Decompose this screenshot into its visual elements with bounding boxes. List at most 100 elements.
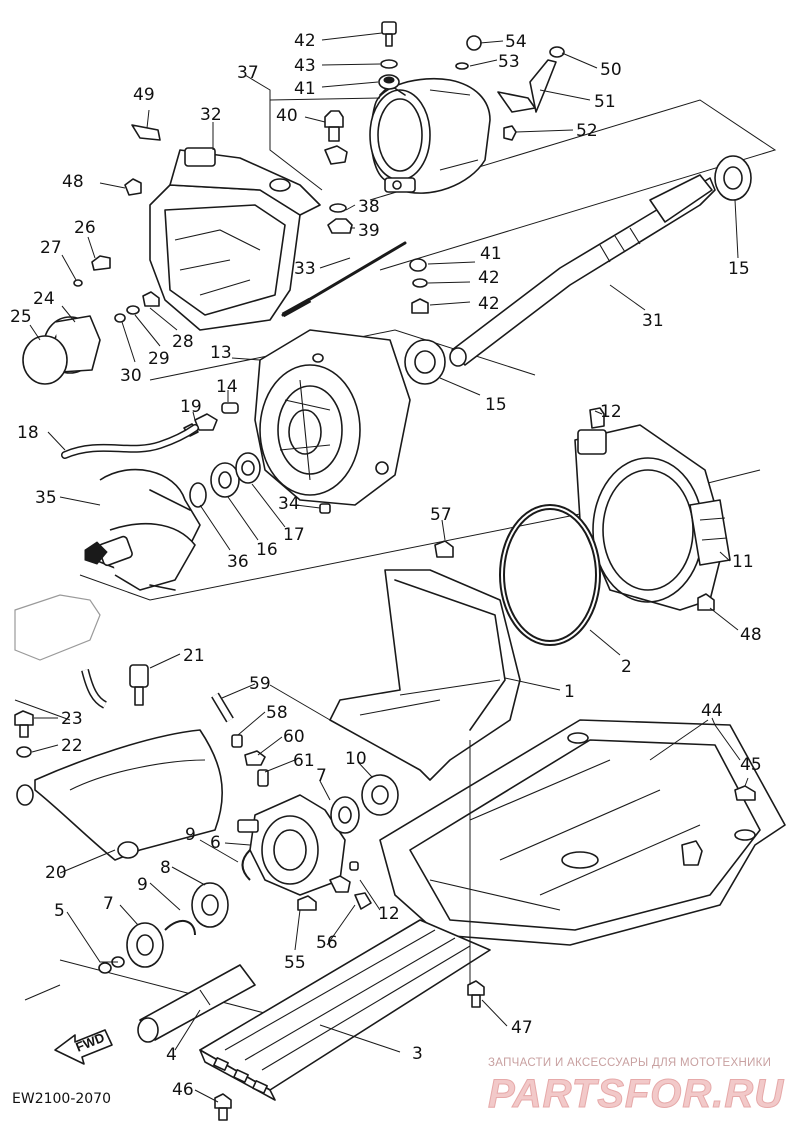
outlet-housing <box>237 794 372 910</box>
callout-56: 56 <box>316 933 338 953</box>
callout-31: 31 <box>642 311 664 331</box>
seal-ring <box>499 504 601 646</box>
callout-16: 16 <box>256 540 278 560</box>
shroud-fasteners <box>14 664 149 758</box>
callout-19: 19 <box>180 397 202 417</box>
callout-54: 54 <box>505 32 527 52</box>
callout-32: 32 <box>200 105 222 125</box>
callout-46: 46 <box>172 1080 194 1100</box>
callout-38: 38 <box>358 197 380 217</box>
pump-casing <box>254 329 411 506</box>
callout-4: 4 <box>166 1045 177 1065</box>
callout-50: 50 <box>600 60 622 80</box>
nozzle-fasteners <box>324 21 400 234</box>
callout-9b: 9 <box>137 875 148 895</box>
watermark-caption: ЗАПЧАСТИ И АКСЕССУАРЫ ДЛЯ МОТОТЕХНИКИ <box>488 1057 771 1069</box>
callout-44: 44 <box>701 701 723 721</box>
ride-plate <box>199 919 491 1101</box>
callout-51: 51 <box>594 92 616 112</box>
callout-48b: 48 <box>740 625 762 645</box>
steering-arm <box>455 35 565 141</box>
callout-7a: 7 <box>316 766 327 786</box>
callout-33: 33 <box>294 259 316 279</box>
watermark-logo: PARTSFOR.RU <box>488 1072 784 1116</box>
tie-rod <box>281 241 407 318</box>
callout-42c: 42 <box>478 294 500 314</box>
callout-58: 58 <box>266 703 288 723</box>
callout-52: 52 <box>576 121 598 141</box>
callout-48a: 48 <box>62 172 84 192</box>
callout-12a: 12 <box>600 402 622 422</box>
callout-13: 13 <box>210 343 232 363</box>
callout-3: 3 <box>412 1044 423 1064</box>
callout-25: 25 <box>10 307 32 327</box>
intake-duct <box>329 540 521 781</box>
callout-10: 10 <box>345 749 367 769</box>
pump-cover-faded <box>14 594 101 661</box>
callout-30: 30 <box>120 366 142 386</box>
callout-53: 53 <box>498 52 520 72</box>
callout-14: 14 <box>216 377 238 397</box>
cooling-hose <box>61 424 199 459</box>
callout-41b: 41 <box>480 244 502 264</box>
callout-57: 57 <box>430 505 452 525</box>
callout-21: 21 <box>183 646 205 666</box>
callout-12b: 12 <box>378 904 400 924</box>
callout-27: 27 <box>40 238 62 258</box>
callout-36: 36 <box>227 552 249 572</box>
callout-37: 37 <box>237 63 259 83</box>
callout-6: 6 <box>210 833 221 853</box>
callout-23: 23 <box>61 709 83 729</box>
drawing-code: EW2100-2070 <box>12 1091 111 1107</box>
impeller <box>84 468 201 591</box>
pump-small-parts <box>183 402 331 514</box>
callout-26: 26 <box>74 218 96 238</box>
shaft-bearings <box>404 155 752 385</box>
impeller-shroud <box>16 729 223 861</box>
shaft-seals-lower <box>98 882 229 974</box>
hull-plate <box>379 719 786 946</box>
outlet-bearings <box>241 774 399 911</box>
callout-35: 35 <box>35 488 57 508</box>
callout-40: 40 <box>276 106 298 126</box>
callout-11: 11 <box>732 552 754 572</box>
ride-plate-bolts <box>214 980 485 1121</box>
callout-39: 39 <box>358 221 380 241</box>
callout-55: 55 <box>284 953 306 973</box>
callout-17: 17 <box>283 525 305 545</box>
transom-plate <box>574 407 731 611</box>
leader-lines <box>29 32 749 1103</box>
callout-8: 8 <box>160 858 171 878</box>
forward-arrow: FWD <box>54 1029 113 1065</box>
callout-59: 59 <box>249 674 271 694</box>
watermark: ЗАПЧАСТИ И АКСЕССУАРЫ ДЛЯ МОТОТЕХНИКИ PA… <box>488 1057 784 1117</box>
intake-housing <box>124 124 321 331</box>
impeller-rings <box>189 452 261 508</box>
callout-2: 2 <box>621 657 632 677</box>
callout-45: 45 <box>740 755 762 775</box>
intermediate-shaft <box>137 964 256 1043</box>
callout-labels: 42 43 41 37 40 38 39 33 54 53 50 51 52 4… <box>10 31 762 1100</box>
steering-nozzle <box>369 77 491 194</box>
callout-42b: 42 <box>478 268 500 288</box>
callout-5: 5 <box>54 901 65 921</box>
callout-34: 34 <box>278 494 300 514</box>
callout-43: 43 <box>294 56 316 76</box>
bearing-housing <box>22 255 160 385</box>
callout-28: 28 <box>172 332 194 352</box>
drive-shaft <box>449 174 716 367</box>
callout-15a: 15 <box>728 259 750 279</box>
callout-1: 1 <box>564 682 575 702</box>
callout-9a: 9 <box>185 825 196 845</box>
callout-15b: 15 <box>485 395 507 415</box>
callout-7b: 7 <box>103 894 114 914</box>
callout-47: 47 <box>511 1018 533 1038</box>
callout-18: 18 <box>17 423 39 443</box>
callout-20: 20 <box>45 863 67 883</box>
callout-41a: 41 <box>294 79 316 99</box>
callout-24: 24 <box>33 289 55 309</box>
callout-42a: 42 <box>294 31 316 51</box>
callout-61: 61 <box>293 751 315 771</box>
